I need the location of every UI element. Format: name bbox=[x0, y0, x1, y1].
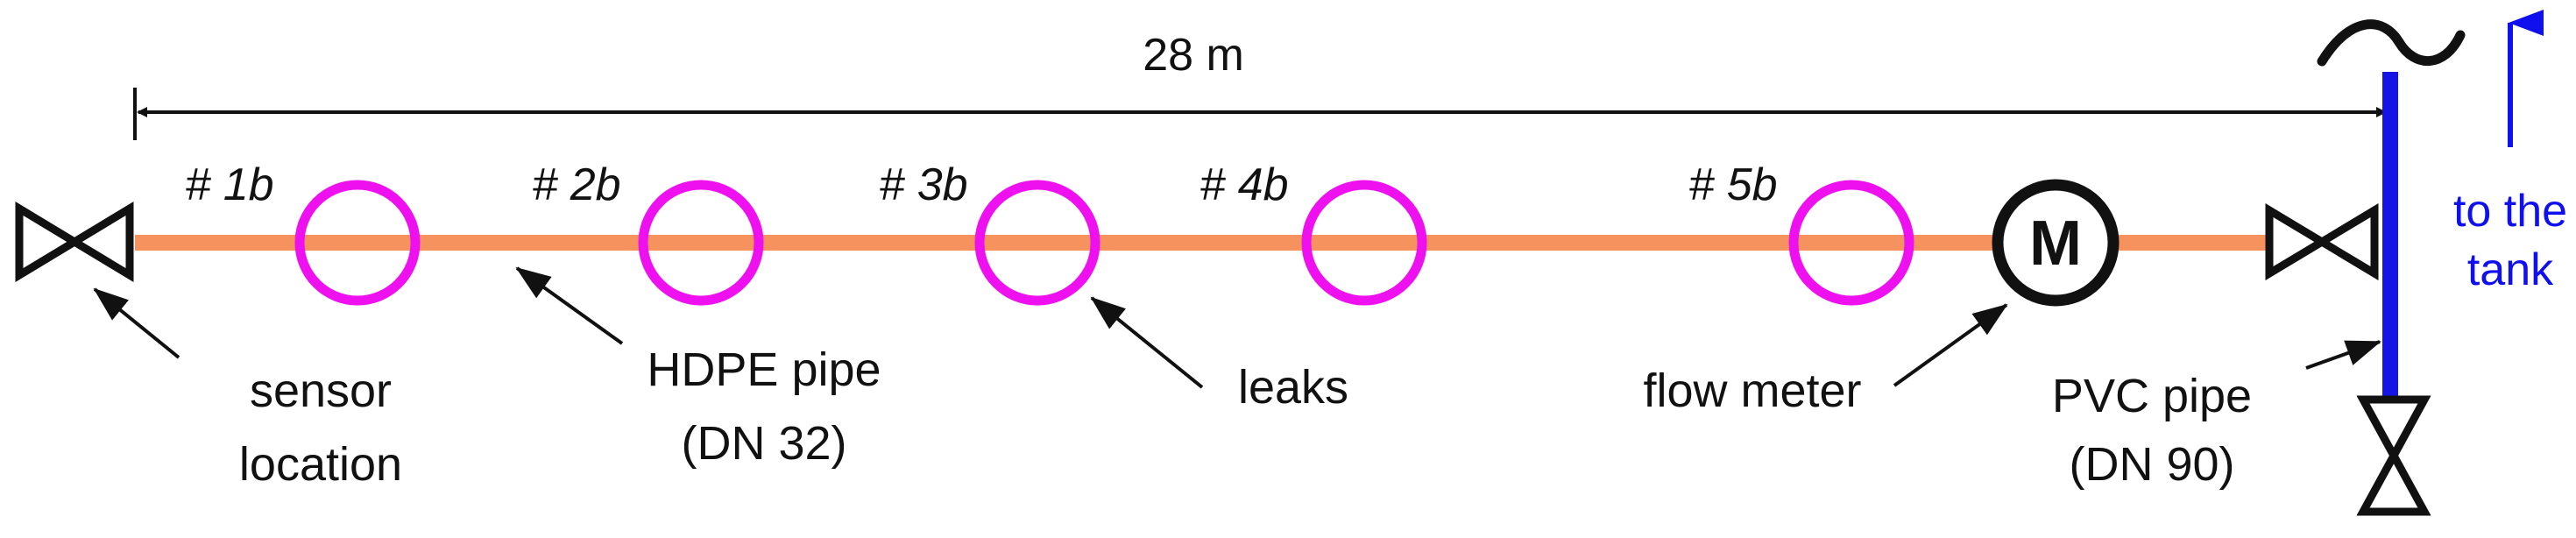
flow-meter-label: flow meter bbox=[1643, 365, 1861, 417]
callout-arrow bbox=[1090, 296, 1204, 389]
leak-ring bbox=[294, 180, 421, 306]
callout-arrow bbox=[93, 287, 180, 359]
water-surface-icon bbox=[2317, 19, 2466, 67]
valve-icon bbox=[2265, 203, 2379, 280]
pvc-label-line2: (DN 90) bbox=[2069, 438, 2234, 491]
tank-label-line2: tank bbox=[2467, 244, 2554, 295]
hdpe-label-line2: (DN 32) bbox=[681, 417, 846, 470]
leak-label: # 4b bbox=[1200, 159, 1288, 210]
leak-rings bbox=[294, 180, 1914, 306]
leak-ring bbox=[974, 180, 1100, 306]
pvc-pipe bbox=[2382, 72, 2398, 398]
callout-arrow bbox=[1893, 303, 2008, 387]
sensor-label-line1: sensor bbox=[250, 365, 392, 417]
dimension-label: 28 m bbox=[1143, 30, 1244, 81]
leak-label: # 2b bbox=[532, 159, 620, 210]
hdpe-pipe bbox=[135, 235, 2268, 251]
sensor-label-line2: location bbox=[239, 438, 402, 491]
hdpe-label-line1: HDPE pipe bbox=[647, 343, 881, 396]
pvc-label-line1: PVC pipe bbox=[2052, 370, 2252, 422]
flow-meter-icon: M bbox=[1992, 179, 2120, 307]
leaks-label: leaks bbox=[1238, 361, 1348, 414]
tank-label-line1: to the bbox=[2453, 186, 2567, 237]
leak-ring bbox=[1788, 180, 1914, 306]
valve-icon bbox=[2356, 395, 2431, 516]
flow-meter-symbol: M bbox=[2029, 209, 2082, 279]
callout-arrow bbox=[2305, 340, 2381, 370]
callout-arrow bbox=[515, 266, 624, 345]
leak-label: # 1b bbox=[185, 159, 273, 210]
dimension: 28 m bbox=[133, 30, 2387, 140]
valve-icon bbox=[15, 202, 134, 282]
leak-label: # 3b bbox=[879, 159, 967, 210]
leak-ring bbox=[638, 180, 764, 306]
leak-label: # 5b bbox=[1688, 159, 1777, 210]
leak-ring bbox=[1301, 180, 1427, 306]
